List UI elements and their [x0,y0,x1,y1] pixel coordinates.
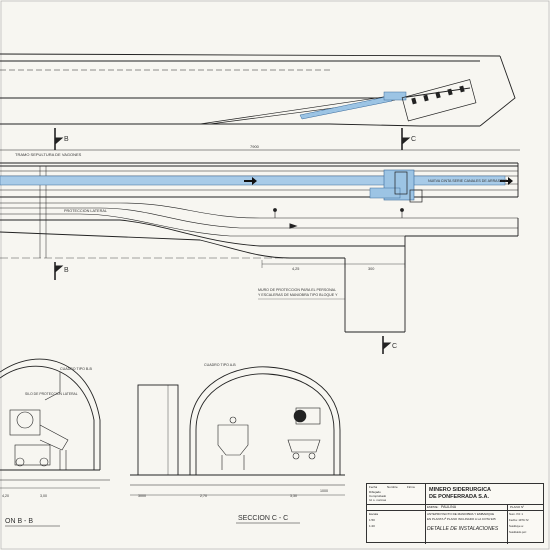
svg-text:C: C [411,136,416,143]
cuadro-b-label: CUADRO TIPO B-B [60,367,92,371]
num-label: Num. Pd: 1 [509,512,523,516]
muro-note-2: Y ESCALERAS DE MANIOBRA TIPO BLOQUE Y [258,293,338,297]
dim-300: 300 [368,267,374,271]
main-conveyor: NUEVA CINTA SERIE CANALES DE ARRASTRE [0,169,513,203]
dim-270: 2,70 [200,494,207,498]
tb-escala-2: 1:20 [369,524,375,528]
company-name-1: MINERO SIDERURGICA [429,487,492,493]
fecha-label: Fecha: 1970-72 [509,518,529,522]
plano-label: PLANO Nº [510,505,525,509]
section-c-title: SECCION C - C [238,515,288,522]
gallery-markers [273,208,404,229]
svg-text:C: C [392,343,397,350]
section-c-c-drawing [130,366,345,496]
section-marker-b-bottom: B [54,262,69,280]
section-b-title: ON B - B [5,518,33,525]
dim-425: 4,25 [292,267,299,271]
section-marker-c-top: C [401,128,416,150]
dim-1000: 1000 [320,489,328,493]
section-marker-b-top: B [54,128,69,150]
dim-330: 3,30 [290,494,297,498]
title-block: Fecha Nombre Firma Dibujado Comprobado I… [366,483,544,544]
empresa-value: PAULINA [441,505,457,509]
section-b-b-drawing [0,358,110,489]
dim-300b: 3,00 [40,494,47,498]
tb-col-1: Fecha [369,485,378,489]
tramo-label: TRAMO SEPULTURA DE VAGONES [15,152,82,157]
sustituye-label: Sustituye a: [509,524,524,528]
section-marker-c-bottom: C [382,336,397,354]
tb-col-2: Nombre [387,485,398,489]
tb-row-2: Comprobado [369,494,387,498]
tb-escala-1: 1:50 [369,518,375,522]
dimension-lines [261,260,406,268]
sustituido-label: Sustituido por: [509,530,527,534]
dim-3000: 3000 [138,494,146,498]
tb-col-3: Firma [407,485,415,489]
tb-row-3: Id. s. normas [369,498,387,502]
svg-text:B: B [64,136,69,143]
project-line-3: DETALLE DE INSTALACIONES [427,526,499,532]
empresa-label: EMPRE: [427,505,439,509]
tb-escala-label: Escala [369,512,379,516]
dim-7900: 7900 [250,144,260,149]
project-line-1: ANTEPROYECTO DE MANIOBRA Y EMBARQUE [427,512,495,516]
dim-420: 4,20 [2,494,9,498]
inclined-tunnel-plan [0,53,516,127]
tolva-label: SILO DE PROTECCION LATERAL [25,392,78,396]
project-line-2: EN PLANTA Iª PLANO INCLINADO A LA COTA 9… [427,517,496,521]
proteccion-lateral-label: PROTECCION LATERAL [64,209,107,213]
tb-row-1: Dibujado [369,490,381,494]
muro-note-1: MURO DE PROTECCION PARA EL PERSONAL [258,288,336,292]
nueva-banda-label: NUEVA CINTA SERIE CANALES DE ARRASTRE [428,179,508,183]
cuadro-c-label: CUADRO TIPO A-B [204,363,236,367]
inclined-conveyor [299,79,477,122]
svg-text:B: B [64,267,69,274]
company-name-2: DE PONFERRADA S.A. [429,494,489,500]
